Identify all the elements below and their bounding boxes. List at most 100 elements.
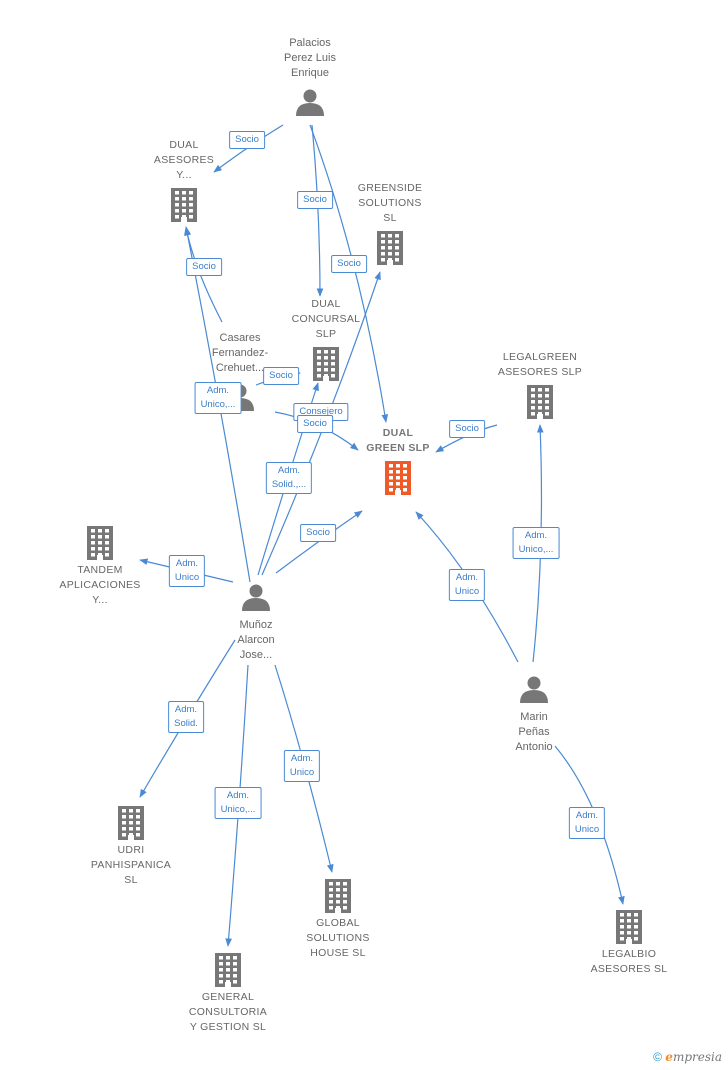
- edge-label-marin-to-dual_green[interactable]: Adm. Unico: [448, 569, 486, 601]
- node-label-greenside[interactable]: GREENSIDE SOLUTIONS SL: [358, 181, 423, 226]
- edge-label-palacios-to-dual_asesores[interactable]: Socio: [229, 131, 265, 149]
- node-label-line: TANDEM: [77, 564, 123, 576]
- company-icon[interactable]: [325, 879, 351, 913]
- person-icon[interactable]: [242, 584, 270, 612]
- node-label-line: DUAL: [382, 427, 414, 439]
- company-icon[interactable]: [215, 953, 241, 987]
- node-label-line: Jose...: [239, 649, 273, 661]
- edge-label-line: Adm.: [277, 465, 301, 476]
- edge-label-line: Adm.: [175, 558, 199, 569]
- node-label-line: Fernandez-: [211, 347, 269, 359]
- edge-label-casares-to-dual_concursal[interactable]: Socio: [263, 367, 299, 385]
- edge-label-line: Solid.: [174, 718, 198, 729]
- node-label-line: Crehuet...: [215, 362, 265, 374]
- node-label-line: Marin: [520, 711, 548, 723]
- edge-label-line: Adm.: [226, 790, 250, 801]
- node-label-line: DUAL: [169, 139, 199, 151]
- focus-company-icon[interactable]: [385, 461, 411, 495]
- edge-munoz-to-dual_green: [275, 510, 363, 574]
- node-label-line: HOUSE SL: [310, 947, 366, 959]
- edge-label-line: Adm.: [524, 530, 548, 541]
- node-label-line: SL: [383, 212, 397, 224]
- brand-initial: e: [665, 1050, 673, 1064]
- node-label-line: Alarcon: [237, 634, 275, 646]
- edge-label-palacios-to-dual_concursal[interactable]: Socio: [297, 191, 333, 209]
- icons-layer: [87, 89, 642, 987]
- edge-label-line: Unico: [574, 824, 600, 835]
- edge-label-line: Socio: [269, 370, 293, 381]
- edge-label-munoz-to-dual_green[interactable]: Socio: [300, 524, 336, 542]
- edge-label-munoz-to-general[interactable]: Adm. Unico,...: [214, 787, 262, 819]
- node-label-line: LEGALGREEN: [502, 351, 578, 363]
- node-label-line: SOLUTIONS: [358, 197, 422, 209]
- edge-label-line: Socio: [303, 418, 327, 429]
- node-label-line: GREEN SLP: [366, 442, 430, 454]
- edge-label-line: Adm.: [206, 385, 230, 396]
- node-label-tandem[interactable]: TANDEM APLICACIONES Y...: [59, 563, 140, 608]
- edge-label-line: Unico: [174, 572, 200, 583]
- node-label-line: ASESORES SLP: [497, 366, 583, 378]
- edge-label-legalgreen-to-dual_green[interactable]: Socio: [449, 420, 485, 438]
- node-label-line: DUAL: [311, 298, 341, 310]
- node-label-line: Casares: [219, 332, 261, 344]
- edge-label-munoz-to-global[interactable]: Adm.Unico: [283, 750, 321, 782]
- edge-label-munoz-to-dual_asesores[interactable]: Adm. Unico,...: [194, 382, 242, 414]
- node-label-line: SLP: [315, 328, 337, 340]
- company-icon[interactable]: [171, 188, 197, 222]
- edge-label-line: Unico,...: [518, 544, 554, 555]
- node-label-line: Antonio: [515, 741, 553, 753]
- node-label-line: Peñas: [518, 726, 550, 738]
- node-label-line: Y...: [92, 594, 108, 606]
- brand-name: mpresia: [672, 1050, 722, 1064]
- node-label-legalgreen[interactable]: LEGALGREEN ASESORES SLP: [498, 350, 582, 380]
- node-label-line: APLICACIONES: [59, 579, 141, 591]
- edge-label-line: Socio: [192, 261, 216, 272]
- company-icon[interactable]: [377, 231, 403, 265]
- node-label-line: CONSULTORIA: [188, 1006, 268, 1018]
- edge-label-munoz-to-tandem[interactable]: Adm. Unico: [168, 555, 206, 587]
- node-label-line: Enrique: [291, 67, 329, 79]
- edge-label-line: Consejero: [299, 406, 343, 417]
- node-label-line: Y...: [176, 169, 192, 181]
- edge-label-munoz-to-dual_concursal[interactable]: Adm. Solid.,...: [265, 462, 313, 494]
- edge-label-line: Socio: [337, 258, 361, 269]
- company-icon[interactable]: [313, 347, 339, 381]
- edge-label-line: Adm.: [290, 753, 314, 764]
- edge-label-munoz-to-greenside[interactable]: Socio: [297, 415, 333, 433]
- edge-label-marin-to-legalbio[interactable]: Adm. Unico: [568, 807, 606, 839]
- edge-label-line: Adm.: [455, 572, 479, 583]
- edge-label-casares-to-dual_asesores[interactable]: Socio: [186, 258, 222, 276]
- node-label-line: Muñoz: [239, 619, 273, 631]
- company-icon[interactable]: [527, 385, 553, 419]
- edge-label-line: Socio: [235, 134, 259, 145]
- node-label-line: ASESORES: [153, 154, 215, 166]
- node-label-line: Y GESTION SL: [189, 1021, 267, 1033]
- edge-label-line: Unico: [454, 586, 480, 597]
- person-icon[interactable]: [296, 89, 324, 117]
- company-icon[interactable]: [616, 910, 642, 944]
- edge-label-line: Unico,...: [200, 399, 236, 410]
- node-label-line: SL: [124, 874, 138, 886]
- edge-label-line: Solid.,...: [271, 479, 307, 490]
- node-label-line: GREENSIDE: [357, 182, 423, 194]
- edge-label-munoz-to-udri[interactable]: Adm.Solid.: [168, 701, 204, 733]
- node-label-line: ASESORES SL: [590, 963, 668, 975]
- company-icon[interactable]: [87, 526, 113, 560]
- node-label-dual_asesores[interactable]: DUAL ASESORES Y...: [154, 138, 214, 183]
- node-label-dual_green[interactable]: DUAL GREEN SLP: [366, 426, 429, 456]
- person-icon[interactable]: [520, 676, 548, 704]
- company-icon[interactable]: [118, 806, 144, 840]
- edge-label-line: Unico,...: [220, 804, 256, 815]
- edge-label-palacios-to-dual_green[interactable]: Socio: [331, 255, 367, 273]
- edge-label-line: Adm.: [575, 810, 599, 821]
- edge-label-marin-to-legalgreen[interactable]: Adm. Unico,...: [512, 527, 560, 559]
